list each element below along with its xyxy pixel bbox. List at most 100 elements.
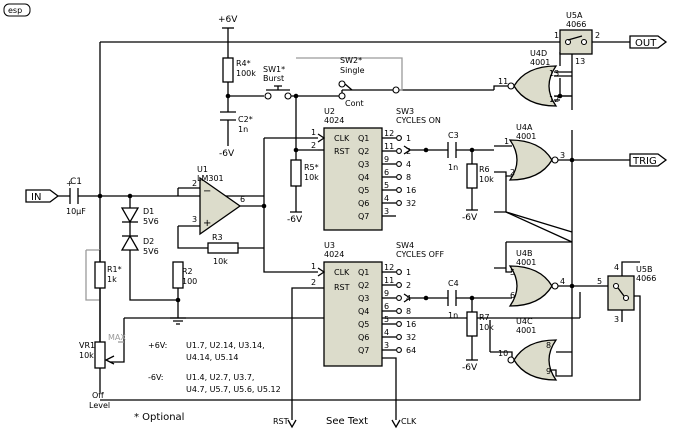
- svg-text:1k: 1k: [107, 275, 117, 284]
- u3-counter: U3 4024 CLK RST 1 2 Q112Q211Q39Q46Q55Q64…: [311, 241, 396, 367]
- svg-text:+: +: [66, 179, 73, 188]
- svg-text:CLK: CLK: [334, 134, 350, 143]
- counter-pin-number: 4: [384, 328, 389, 337]
- switch-tap-contact: [396, 148, 402, 154]
- svg-text:CLK: CLK: [334, 268, 350, 277]
- svg-text:RST: RST: [334, 147, 350, 156]
- svg-text:5: 5: [597, 277, 602, 286]
- svg-text:11: 11: [498, 77, 508, 86]
- junctions: [97, 93, 575, 303]
- sw2-single-cont-switch: SW2* Single Cont: [338, 56, 400, 108]
- ground-symbol: [170, 317, 186, 325]
- neg6v-label-r5: -6V: [287, 215, 303, 225]
- counter-pin-number: 6: [384, 302, 389, 311]
- svg-text:U3: U3: [324, 241, 335, 250]
- counter-pin-number: 5: [384, 181, 389, 190]
- svg-text:+: +: [203, 218, 211, 229]
- switch-tap-contact: [396, 282, 402, 288]
- u4d-nor-gate: U4D 4001 13 12 11: [498, 49, 559, 107]
- svg-text:4001: 4001: [516, 258, 536, 267]
- c2-capacitor: C2* 1n: [220, 111, 253, 134]
- svg-text:10k: 10k: [79, 351, 94, 360]
- switch-tap-contact: [396, 347, 402, 353]
- svg-text:-6V:: -6V:: [148, 373, 164, 382]
- switch-tap-contact: [396, 187, 402, 193]
- svg-text:U5A: U5A: [566, 11, 583, 20]
- svg-text:U4C: U4C: [516, 317, 533, 326]
- switch-tap-label: 16: [406, 186, 416, 195]
- svg-text:TRIG: TRIG: [632, 156, 657, 167]
- svg-text:1: 1: [311, 262, 316, 271]
- counter-output-label: Q4: [358, 173, 369, 182]
- switch-tap-contact: [396, 161, 402, 167]
- svg-text:U1.7, U2.14, U3.14,: U1.7, U2.14, U3.14,: [186, 341, 265, 350]
- counter-output-label: Q4: [358, 307, 369, 316]
- svg-text:VR1: VR1: [79, 341, 95, 350]
- u5a-analog-switch: U5A 4066 1 2 13: [554, 11, 600, 66]
- counter-output-label: Q2: [358, 147, 369, 156]
- u5b-analog-switch: U5B 4066 4 5 3: [597, 263, 656, 324]
- d1-zener-diode: D1 5V6: [120, 207, 159, 226]
- svg-text:4001: 4001: [530, 58, 550, 67]
- svg-text:−: −: [203, 186, 211, 197]
- counter-pin-number: 4: [384, 194, 389, 203]
- svg-text:1: 1: [554, 31, 559, 40]
- svg-text:2: 2: [311, 141, 316, 150]
- svg-text:MAX: MAX: [108, 333, 126, 342]
- counter-pin-number: 3: [384, 207, 389, 216]
- svg-text:2: 2: [192, 179, 197, 188]
- switch-tap-label: 16: [406, 320, 416, 329]
- switch-tap-contact: [396, 135, 402, 141]
- svg-text:RST: RST: [334, 283, 350, 292]
- counter-output-label: Q7: [358, 346, 369, 355]
- optional-note: * Optional: [134, 412, 184, 423]
- svg-text:R5*: R5*: [304, 163, 319, 172]
- svg-text:3: 3: [614, 315, 619, 324]
- u4a-nor-gate: U4A 4001 1 2 3: [504, 123, 565, 181]
- svg-text:10k: 10k: [304, 173, 319, 182]
- svg-text:Single: Single: [340, 66, 365, 75]
- counter-output-label: Q7: [358, 212, 369, 221]
- r7-resistor: R7 10k: [466, 311, 494, 337]
- svg-text:100: 100: [182, 277, 197, 286]
- svg-text:U4A: U4A: [516, 123, 533, 132]
- svg-text:4001: 4001: [516, 326, 536, 335]
- rst-output: RST: [273, 417, 297, 429]
- switch-tap-contact: [396, 269, 402, 275]
- svg-text:C2*: C2*: [238, 115, 253, 124]
- svg-text:6: 6: [240, 195, 245, 204]
- svg-text:10µF: 10µF: [66, 207, 86, 216]
- esp-logo-frame: [3, 3, 31, 17]
- svg-text:OUT: OUT: [635, 38, 657, 49]
- r4-resistor: R4* 100k: [222, 57, 256, 83]
- svg-text:8: 8: [546, 341, 551, 350]
- svg-text:R2: R2: [182, 267, 193, 276]
- svg-text:R6: R6: [479, 165, 490, 174]
- svg-text:RST: RST: [273, 417, 289, 426]
- switch-tap-label: 2: [406, 147, 411, 156]
- svg-text:3: 3: [560, 151, 565, 160]
- r2-resistor: R2 100: [172, 261, 197, 289]
- r5-resistor: R5* 10k: [290, 159, 319, 187]
- neg6v-label-r6: -6V: [462, 213, 478, 223]
- c3-capacitor: C3 1n: [447, 131, 459, 172]
- u4b-nor-gate: U4B 4001 5 6 4: [508, 249, 565, 307]
- svg-text:SW3: SW3: [396, 107, 414, 116]
- svg-text:U4B: U4B: [516, 249, 532, 258]
- counter-pin-number: 6: [384, 168, 389, 177]
- counter-output-label: Q1: [358, 134, 369, 143]
- switch-tap-label: 2: [406, 281, 411, 290]
- svg-text:Level: Level: [89, 401, 110, 410]
- svg-text:2: 2: [311, 278, 316, 287]
- svg-text:3: 3: [192, 215, 197, 224]
- neg6v-label-c2: -6V: [219, 149, 235, 159]
- svg-text:CYCLES ON: CYCLES ON: [396, 116, 441, 125]
- switch-tap-contact: [396, 308, 402, 314]
- svg-text:Off: Off: [92, 391, 104, 400]
- svg-text:13: 13: [549, 69, 559, 78]
- counter-pin-number: 3: [384, 341, 389, 350]
- counter-output-label: Q3: [358, 294, 369, 303]
